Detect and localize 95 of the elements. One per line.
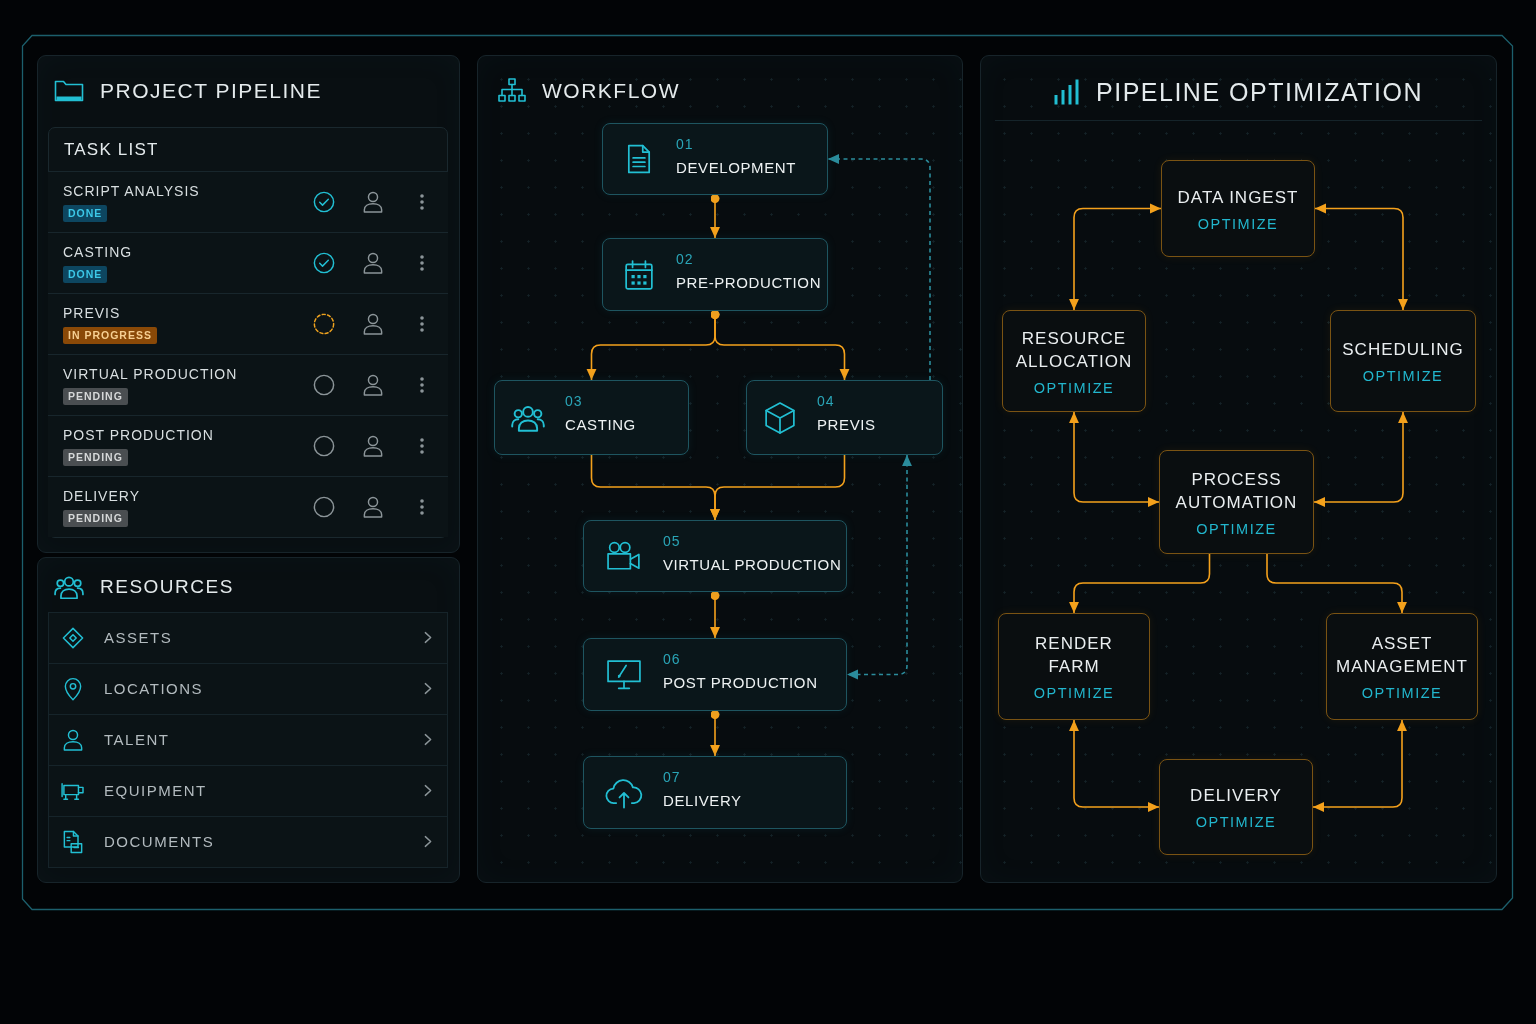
action-label: OPTIMIZE [1361, 685, 1443, 701]
arrow [710, 591, 720, 639]
step-card [494, 380, 689, 455]
step-title: POST PRODUCTION [663, 674, 818, 691]
arrow [1266, 553, 1407, 614]
action-label: OPTIMIZE [1033, 685, 1115, 701]
process-box [1159, 759, 1313, 855]
status-badge: PENDING [63, 449, 128, 466]
task-name: CASTING [63, 244, 133, 260]
process-box [1159, 450, 1314, 554]
task-name: SCRIPT ANALYSIS [63, 183, 200, 199]
process-box [1326, 613, 1478, 720]
step-number: 07 [663, 769, 681, 785]
action-label: OPTIMIZE [1362, 368, 1444, 384]
list-row [48, 476, 448, 537]
process-box [1002, 310, 1146, 412]
dashed-arrow [827, 154, 931, 381]
list-row [48, 415, 448, 476]
step-number: 04 [817, 393, 835, 409]
step-number: 03 [565, 393, 583, 409]
card-title: TASK LIST [64, 140, 159, 160]
panel [37, 55, 460, 553]
panel-title: PROJECT PIPELINE [100, 79, 322, 103]
list-row [48, 171, 448, 232]
step-number: 01 [676, 136, 694, 152]
panel [37, 557, 460, 883]
resource-name: LOCATIONS [104, 680, 204, 697]
double-arrow [1069, 719, 1160, 812]
task-name: PREVIS [63, 305, 121, 321]
double-arrow [1314, 203, 1408, 311]
action-label: OPTIMIZE [1195, 814, 1277, 830]
panel-title: PIPELINE OPTIMIZATION [1096, 77, 1423, 107]
double-arrow [1069, 203, 1162, 311]
step-card [583, 520, 847, 592]
node-title: PROCESS AUTOMATION [1174, 468, 1299, 514]
step-number: 06 [663, 651, 681, 667]
list-card [48, 127, 448, 538]
step-title: DEVELOPMENT [676, 159, 796, 176]
task-name: POST PRODUCTION [63, 427, 214, 443]
double-arrow [1313, 411, 1408, 507]
resource-name: ASSETS [104, 629, 173, 646]
panel [477, 55, 963, 883]
process-box [1161, 160, 1315, 257]
step-card [583, 756, 847, 829]
panel-title: WORKFLOW [542, 79, 680, 103]
arrow [710, 310, 850, 381]
dashed-double-arrow [846, 454, 912, 680]
arrow [1069, 553, 1211, 614]
step-number: 02 [676, 251, 694, 267]
node-title: SCHEDULING [1342, 339, 1464, 361]
step-card [746, 380, 943, 455]
list-row [48, 232, 448, 293]
resource-name: EQUIPMENT [104, 782, 207, 799]
step-title: PRE-PRODUCTION [676, 274, 822, 291]
arrow [710, 710, 720, 757]
status-badge: IN PROGRESS [63, 327, 157, 344]
status-badge: PENDING [63, 388, 128, 405]
status-badge: DONE [63, 205, 108, 222]
resource-name: TALENT [104, 731, 170, 748]
process-box [998, 613, 1150, 720]
step-number: 05 [663, 533, 681, 549]
double-arrow [1069, 411, 1160, 507]
list-row [48, 293, 448, 354]
node-title: RESOURCE ALLOCATION [1014, 327, 1134, 373]
node-title: ASSET MANAGEMENT [1335, 633, 1469, 678]
node-title: DATA INGEST [1177, 186, 1299, 209]
node-title: RENDER FARM [1034, 633, 1114, 678]
status-badge: DONE [63, 266, 108, 283]
resource-name: DOCUMENTS [104, 833, 215, 850]
arrow [710, 194, 720, 239]
node-title: DELIVERY [1190, 785, 1282, 807]
process-box [1330, 310, 1476, 412]
list-row [48, 816, 448, 868]
step-title: CASTING [565, 416, 636, 433]
list-row [48, 765, 448, 817]
action-label: OPTIMIZE [1197, 215, 1279, 232]
status-badge: PENDING [63, 510, 128, 527]
list-row [48, 663, 448, 715]
step-card [583, 638, 847, 711]
arrow [710, 454, 846, 521]
step-title: VIRTUAL PRODUCTION [663, 556, 842, 573]
task-name: VIRTUAL PRODUCTION [63, 366, 238, 382]
step-title: DELIVERY [663, 792, 742, 809]
panel-title: RESOURCES [100, 576, 234, 598]
action-label: OPTIMIZE [1196, 520, 1277, 537]
list-row [48, 612, 448, 664]
step-card [602, 238, 828, 311]
panel [980, 55, 1497, 883]
action-label: OPTIMIZE [1033, 379, 1115, 396]
double-arrow [1312, 719, 1407, 812]
step-title: PREVIS [817, 416, 876, 433]
task-name: DELIVERY [63, 488, 140, 504]
list-row [48, 354, 448, 415]
list-row [48, 714, 448, 766]
step-card [602, 123, 828, 195]
